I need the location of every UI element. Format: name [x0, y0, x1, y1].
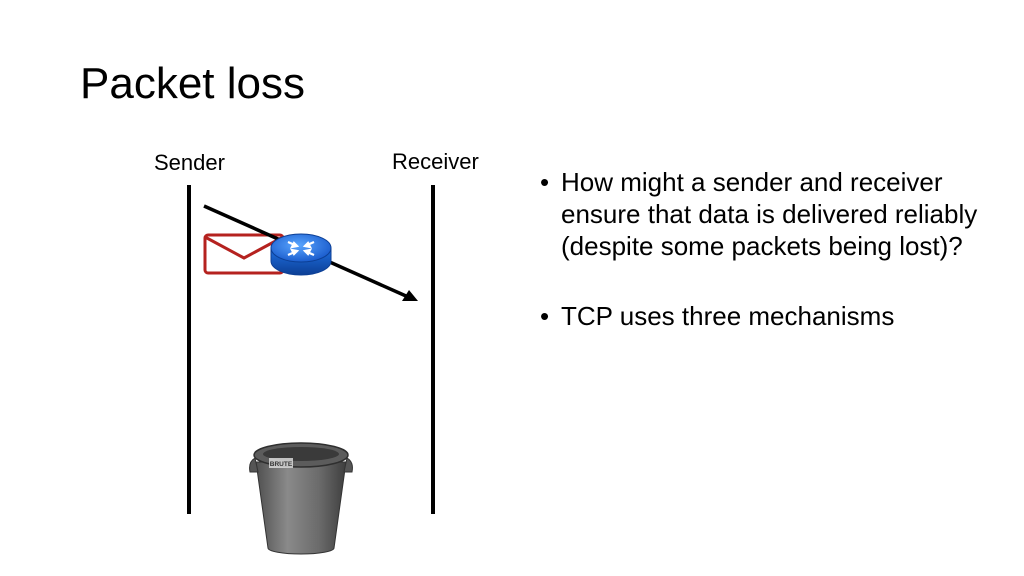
bullet-item: • How might a sender and receiver ensure…: [538, 166, 978, 262]
bullet-item: • TCP uses three mechanisms: [538, 300, 978, 332]
bullet-marker: •: [540, 167, 550, 197]
trash-can-icon: BRUTE: [249, 442, 353, 555]
receiver-label: Receiver: [392, 149, 479, 174]
bullet-list: • How might a sender and receiver ensure…: [538, 166, 978, 332]
trash-can-brand: BRUTE: [270, 461, 293, 468]
bullet-text: TCP uses three mechanisms: [561, 301, 895, 331]
envelope-icon: [203, 233, 285, 275]
router-icon: [270, 233, 332, 276]
bullet-text: How might a sender and receiver ensure t…: [561, 167, 978, 261]
sender-label: Sender: [154, 150, 225, 175]
bullet-marker: •: [540, 301, 550, 331]
slide-title: Packet loss: [80, 59, 305, 108]
